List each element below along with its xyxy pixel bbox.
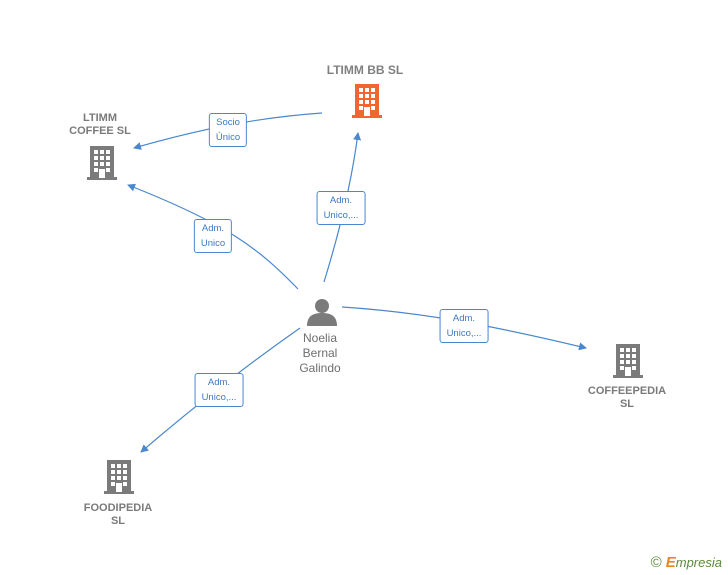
person-label[interactable]: Noelia Bernal Galindo bbox=[299, 331, 341, 375]
building-icon bbox=[613, 344, 643, 378]
node-label-ltimm-coffee[interactable]: LTIMM COFFEE SL bbox=[69, 112, 131, 137]
node-label-coffeepedia[interactable]: COFFEEPEDIA SL bbox=[587, 385, 667, 410]
edge-label-adm-foodipedia[interactable]: Adm. Unico,... bbox=[194, 373, 244, 407]
edge-adm-coffee bbox=[127, 183, 299, 290]
building-icon bbox=[87, 146, 117, 180]
edge-label-adm-coffee[interactable]: Adm. Unico bbox=[193, 219, 233, 253]
building-icon bbox=[352, 84, 382, 118]
node-label-foodipedia[interactable]: FOODIPEDIA SL bbox=[83, 502, 153, 527]
person-icon bbox=[307, 299, 337, 326]
brand-logo: ©Empresia bbox=[650, 554, 722, 571]
edge-label-adm-main[interactable]: Adm. Unico,... bbox=[316, 191, 366, 225]
building-icon bbox=[104, 460, 134, 494]
edge-label-socio-unico[interactable]: Socio Único bbox=[208, 113, 248, 147]
node-label-ltimm-bb[interactable]: LTIMM BB SL bbox=[326, 63, 404, 77]
copyright-icon: © bbox=[650, 554, 662, 571]
edge-label-adm-coffeepedia[interactable]: Adm. Unico,... bbox=[439, 309, 489, 343]
